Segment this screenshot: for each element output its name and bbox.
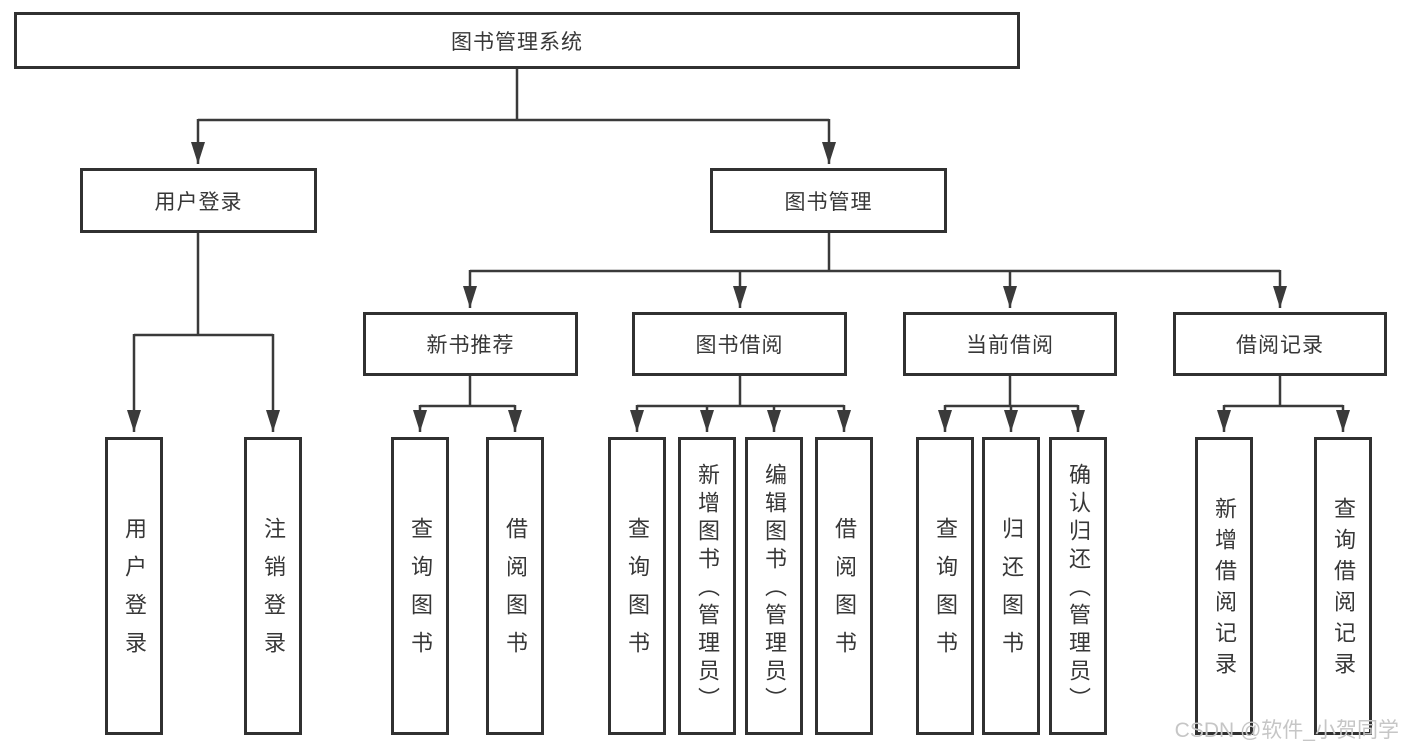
node-book-borrow-label: 图书借阅 [695,334,784,357]
leaf-query-books-borrow: 查询图书 [608,437,666,735]
leaf-confirm-return-admin: 确认归还（管理员） [1049,437,1107,735]
node-user-login-label: 用户登录 [154,190,243,214]
node-current-borrow: 当前借阅 [903,312,1117,376]
node-borrow-records: 借阅记录 [1173,312,1387,376]
leaf-edit-books-admin: 编辑图书（管理员） [745,437,803,735]
node-current-borrow-label: 当前借阅 [966,334,1054,357]
leaf-query-books-borrow-label: 查询图书 [625,517,650,669]
leaf-add-books-admin: 新增图书（管理员） [678,437,736,735]
leaf-query-books-current: 查询图书 [916,437,974,735]
node-user-login: 用户登录 [80,168,317,233]
leaf-borrow-books-label: 借阅图书 [832,517,857,669]
leaf-return-books-label: 归还图书 [999,517,1024,669]
node-new-book-recommend-label: 新书推荐 [426,334,515,357]
leaf-return-books: 归还图书 [982,437,1040,735]
leaf-confirm-return-admin-label: 确认归还（管理员） [1066,462,1091,715]
node-new-book-recommend: 新书推荐 [363,312,578,376]
leaf-query-borrow-record: 查询借阅记录 [1314,437,1372,735]
node-borrow-records-label: 借阅记录 [1236,334,1324,357]
leaf-logout-label: 注销登录 [261,517,286,669]
leaf-user-login: 用户登录 [105,437,163,735]
leaf-query-borrow-record-label: 查询借阅记录 [1331,497,1356,683]
leaf-add-books-admin-label: 新增图书（管理员） [695,462,720,715]
leaf-borrow-books: 借阅图书 [815,437,873,735]
leaf-query-books-current-label: 查询图书 [933,517,958,669]
leaf-add-borrow-record: 新增借阅记录 [1195,437,1253,735]
leaf-query-books-recommend-label: 查询图书 [408,517,433,669]
leaf-borrow-books-recommend: 借阅图书 [486,437,544,735]
leaf-user-login-label: 用户登录 [122,517,147,669]
node-book-borrow: 图书借阅 [632,312,847,376]
node-root-label: 图书管理系统 [451,30,583,54]
node-root: 图书管理系统 [14,12,1020,69]
csdn-watermark: CSDN @软件_小贺同学 [1174,719,1399,742]
leaf-add-borrow-record-label: 新增借阅记录 [1212,497,1237,683]
node-book-management-label: 图书管理 [784,190,873,214]
leaf-borrow-books-recommend-label: 借阅图书 [503,517,528,669]
leaf-query-books-recommend: 查询图书 [391,437,449,735]
leaf-logout: 注销登录 [244,437,302,735]
leaf-edit-books-admin-label: 编辑图书（管理员） [762,462,787,715]
node-book-management: 图书管理 [710,168,947,233]
